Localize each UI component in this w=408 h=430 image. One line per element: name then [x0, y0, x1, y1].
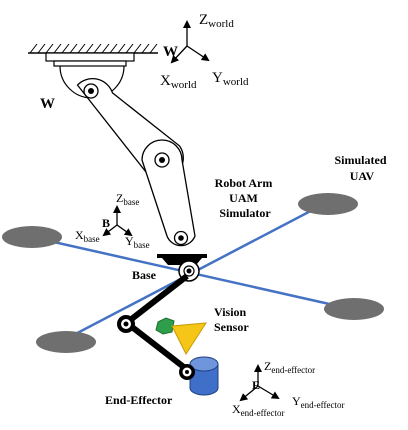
ee-y-label: Yend-effector	[292, 394, 344, 410]
mount-label: W	[40, 96, 55, 112]
mount-plate	[45, 52, 135, 99]
shoulder-joint	[83, 83, 99, 99]
base-x-label: Xbase	[75, 228, 100, 244]
world-frame-axes	[170, 20, 210, 64]
vision-sensor-label: Vision Sensor	[214, 305, 249, 334]
manipulator-links	[127, 273, 189, 371]
base-z-label: Zbase	[116, 191, 139, 207]
base-frame-name: B	[102, 216, 110, 230]
base-frame-axes	[102, 205, 133, 237]
world-x-label: Xworld	[160, 73, 197, 91]
world-frame-name: W	[163, 44, 178, 60]
world-y-label: Yworld	[212, 70, 249, 88]
gripper-icon	[189, 356, 219, 396]
simulated-uav-label: Simulated UAV	[334, 153, 389, 183]
vision-sensor-icon	[155, 317, 207, 356]
wrist-joint	[173, 230, 189, 246]
world-z-label: Zworld	[199, 12, 234, 30]
rotor-front-right	[298, 193, 358, 215]
base-y-label: Ybase	[125, 234, 150, 250]
elbow-joint	[154, 152, 170, 168]
manipulator-joint-1	[117, 315, 135, 333]
ee-x-label: Xend-effector	[232, 402, 284, 418]
manipulator-joint-2	[179, 364, 195, 380]
ee-frame-axes	[239, 364, 280, 402]
rotor-front-left	[2, 226, 62, 248]
end-effector-label: End-Effector	[105, 393, 173, 407]
uav-rotors	[2, 193, 384, 353]
robot-arm-label: Robot Arm UAM Simulator	[215, 176, 276, 220]
ee-z-label: Zend-effector	[264, 359, 315, 375]
base-label: Base	[132, 268, 157, 282]
lower-arm-link	[141, 139, 196, 247]
ceiling-hatch	[28, 43, 158, 54]
rotor-rear-left	[36, 331, 96, 353]
ee-frame-name: E	[252, 378, 260, 392]
rotor-rear-right	[324, 298, 384, 320]
